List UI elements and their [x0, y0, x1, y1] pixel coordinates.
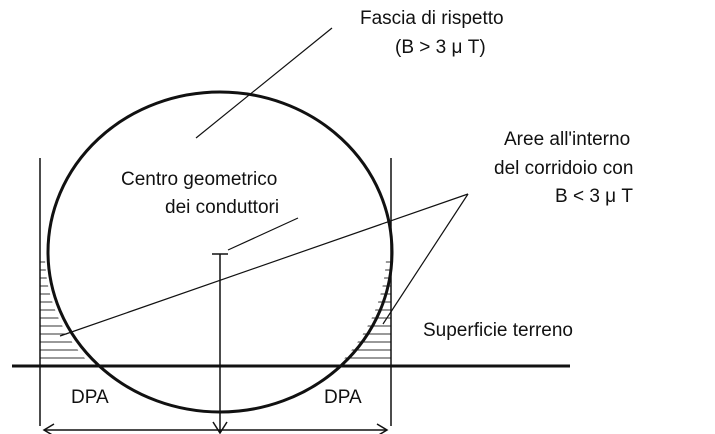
centro-label-line1: Centro geometrico [121, 169, 278, 190]
aree-label-line1: Aree all'interno [504, 129, 631, 150]
aree-label-line3: B < 3 μ T [555, 186, 634, 207]
dpa-arrow-right [376, 423, 389, 434]
fascia-label-line2: (B > 3 μ T) [395, 37, 486, 58]
fascia-leader-line [195, 27, 333, 139]
centro-leader-line [227, 217, 299, 251]
dpa-arrow-left [42, 423, 55, 434]
ground-surface-label: Superficie terreno [423, 320, 573, 341]
aree-leader-line-right [382, 193, 469, 325]
height-marker-arrow-bottom [212, 421, 228, 434]
left-hatched-area [40, 261, 91, 359]
fascia-label-line1: Fascia di rispetto [360, 8, 504, 29]
dpa-label-right: DPA [324, 387, 362, 408]
dpa-label-left: DPA [71, 387, 109, 408]
aree-label-line2: del corridoio con [494, 158, 634, 179]
aree-leader-line-left [59, 193, 469, 337]
centro-label-line2: dei conduttori [165, 197, 280, 218]
